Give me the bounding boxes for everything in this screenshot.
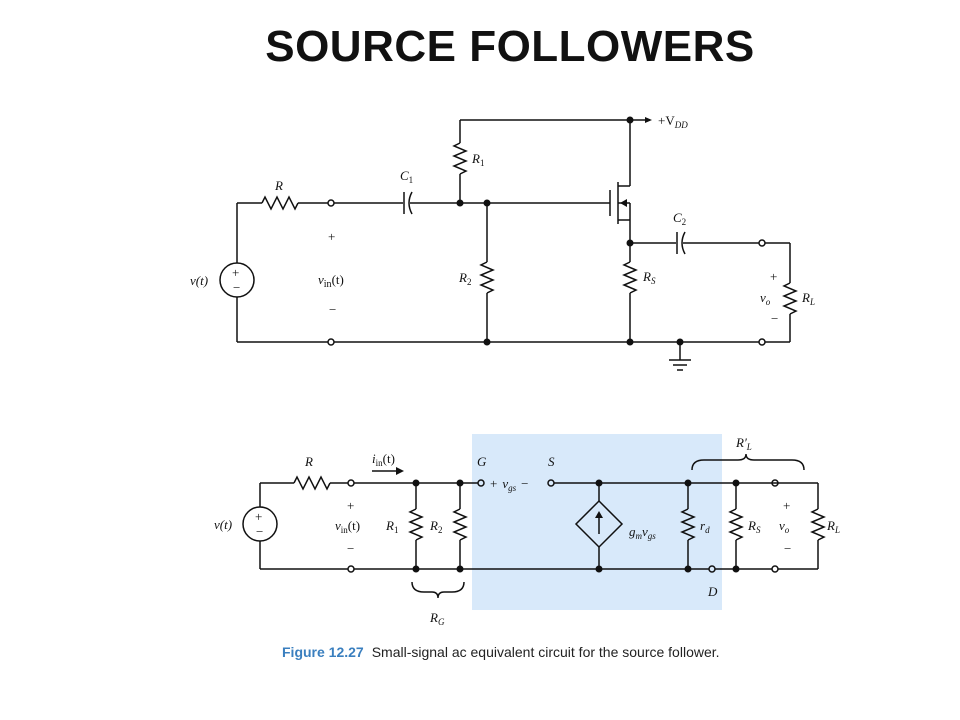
S-label: S [548,454,555,469]
source-label: v(t) [190,273,208,288]
resistor-R-symbol-2 [293,475,331,491]
iin-label: iin(t) [372,451,395,468]
vo-plus: + [770,269,777,284]
gate-terminal [477,479,485,487]
vin-plus: + [328,229,335,244]
RL-label-2: RL [826,518,840,535]
resistor-RS-symbol [622,261,638,294]
RS-label-2: RS [747,518,761,535]
G-label: G [477,454,487,469]
bottom-circuit: + − v(t) R iin(t) + vin(t) − R1 R2 [214,434,840,627]
D-label: D [707,584,718,599]
transistor-model-highlight [472,434,722,610]
RL-label: RL [801,290,815,307]
resistor-R-symbol [261,195,299,211]
rd-label: rd [700,518,710,535]
ground-symbol [669,342,691,371]
source-label-2: v(t) [214,517,232,532]
slide-title: SOURCE FOLLOWERS [265,22,755,71]
vin-minus-2: − [347,541,354,556]
vo-terminal-top [758,239,766,247]
resistor-RS-symbol-2 [728,508,744,541]
C2-label: C2 [673,210,686,227]
vin-terminal-bottom [327,338,335,346]
resistor-RL-symbol-2 [810,508,826,541]
resistor-R2-symbol [479,261,495,294]
R2-label-2: R2 [429,518,442,535]
gm-vgs-label: gmvgs [629,524,656,541]
mosfet-symbol [609,120,631,224]
vo-label: vo [760,290,771,307]
vgs-label: +vgs− [490,476,528,493]
resistor-RL-symbol [782,282,798,315]
vin-plus-2: + [347,498,354,513]
capacitor-C1-symbol [403,191,413,215]
resistor-R2-symbol-2 [452,508,468,541]
svg-text:+: + [232,265,239,280]
capacitor-C2-symbol [676,231,686,255]
vdd-label: +VDD [658,113,688,130]
vin-minus: − [329,302,336,317]
svg-text:−: − [256,524,263,539]
resistor-R1-symbol-2 [408,508,424,541]
R-label-2: R [304,454,313,469]
vo-label-2: vo [779,518,790,535]
top-circuit: + − v(t) R + vin(t) − C1 R1 [190,113,815,371]
voltage-source-symbol: + − [219,262,255,298]
resistor-rd-symbol [680,508,696,541]
C1-label: C1 [400,168,413,185]
vin-terminal-top [327,199,335,207]
vo-minus-2: − [784,541,791,556]
vo-minus: − [771,311,778,326]
svg-text:+: + [255,509,262,524]
RG-label: RG [429,610,445,627]
vin-label: vin(t) [318,272,344,290]
voltage-source-symbol-2: + − [242,506,278,542]
svg-text:−: − [233,280,240,295]
RLp-label: R′L [735,435,752,452]
R2-label: R2 [458,270,471,287]
vo-terminal-bottom [758,338,766,346]
vin-label-2: vin(t) [335,518,360,535]
resistor-R1-symbol [452,142,468,175]
RS-label: RS [642,269,656,286]
R1-label-2: R1 [385,518,398,535]
vo-plus-2: + [783,498,790,513]
R1-label: R1 [471,151,484,168]
R-label: R [274,178,283,193]
